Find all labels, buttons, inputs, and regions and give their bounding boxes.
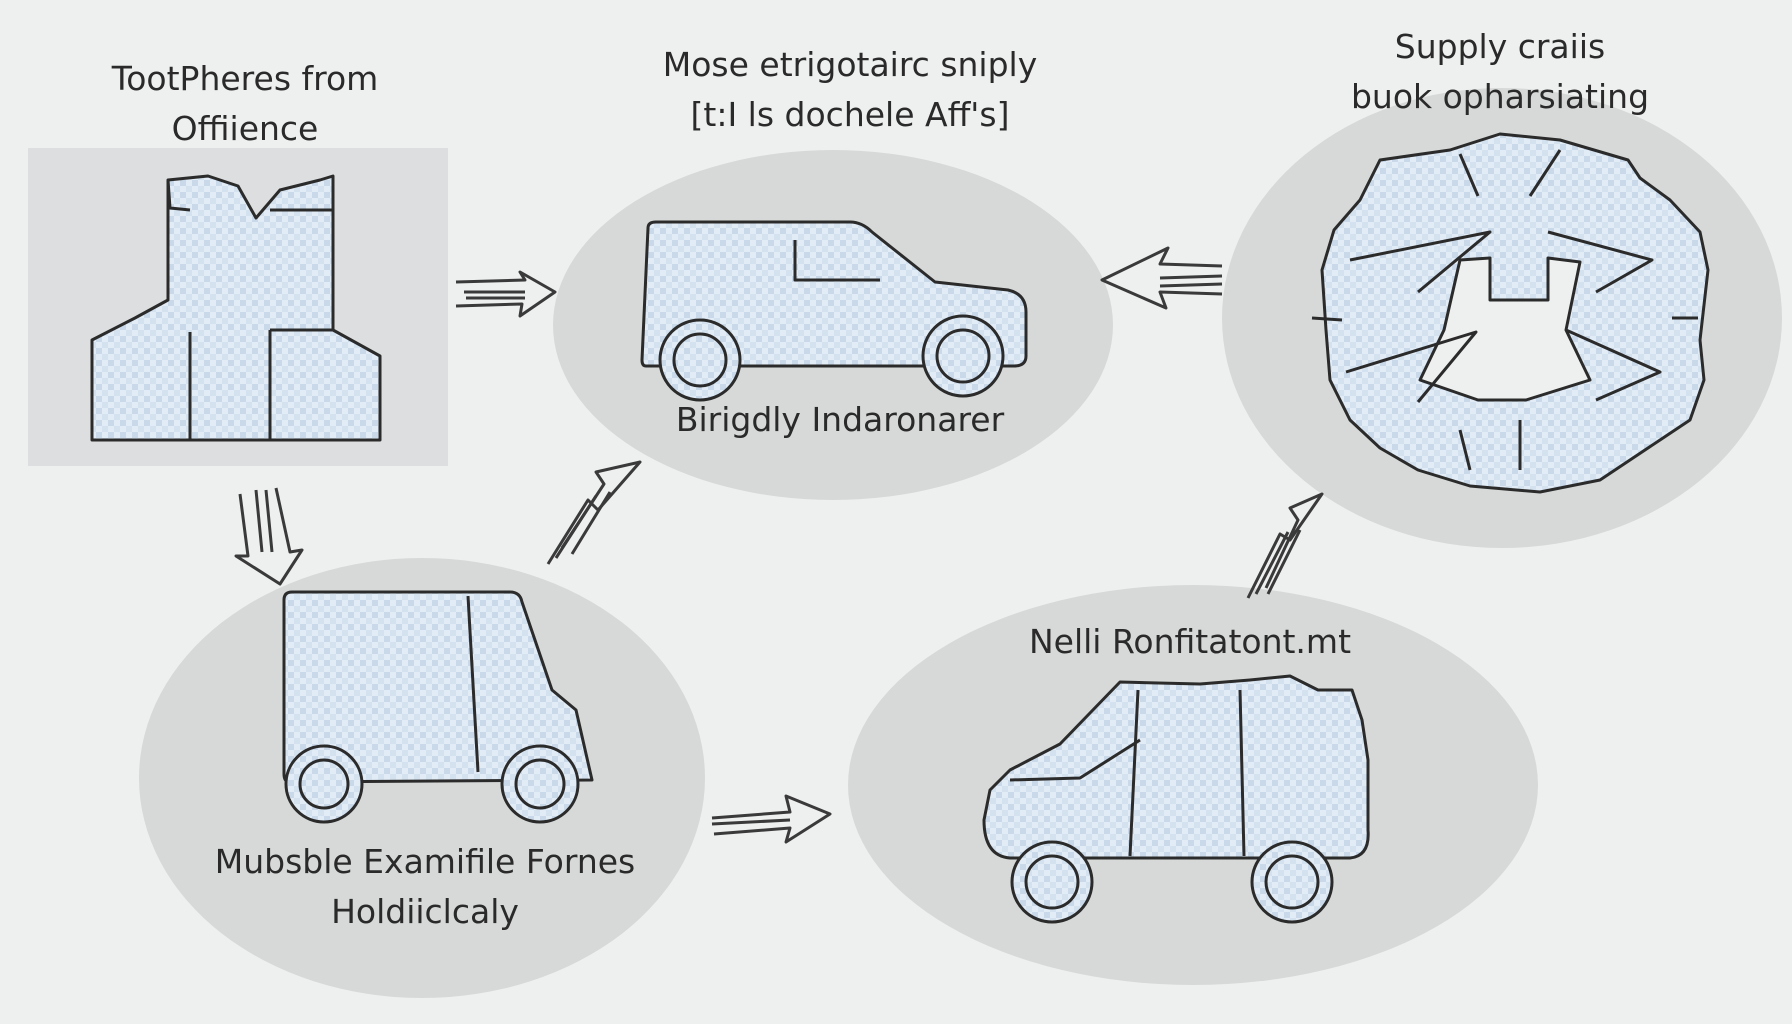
van-caption: Mubsble Examifile Fornes Holdiiclcaly	[175, 837, 675, 937]
star-label: Supply craiis buok opharsiating	[1300, 22, 1700, 122]
arrow-hatchback-to-star	[1246, 492, 1324, 599]
suv-label-line-2: [t:I ls dochele Aff's]	[690, 95, 1010, 134]
suv-label-line-1: Mose etrigotairc sniply	[662, 45, 1038, 84]
star-label-line-2: buok opharsiating	[1350, 77, 1650, 116]
suv-caption: Birigdly Indaronarer	[620, 395, 1060, 445]
office-label: TootPheres from Offiience	[60, 54, 430, 154]
office-label-line-1: TootPheres from	[111, 59, 379, 98]
supply-star-icon	[1311, 132, 1710, 494]
arrow-van-to-hatchback	[711, 794, 832, 844]
arrow-office-to-suv	[455, 270, 557, 318]
arrow-van-to-suv	[546, 460, 642, 565]
hatchback-title-text: Nelli Ronfitatont.mt	[1028, 622, 1352, 661]
suv-caption-text: Birigdly Indaronarer	[675, 400, 1005, 439]
hatchback-title: Nelli Ronfitatont.mt	[960, 617, 1420, 667]
star-label-line-1: Supply craiis	[1394, 27, 1606, 66]
office-building-icon	[90, 174, 382, 442]
hatchback-icon	[982, 674, 1370, 924]
van-caption-line-1: Mubsble Examifile Fornes	[214, 842, 636, 881]
suv-label: Mose etrigotairc sniply [t:I ls dochele …	[610, 40, 1090, 140]
van-caption-line-2: Holdiiclcaly	[331, 892, 519, 931]
arrow-star-to-suv	[1100, 246, 1223, 310]
van-icon	[282, 590, 594, 824]
office-label-line-2: Offiience	[171, 109, 319, 148]
suv-icon	[640, 220, 1028, 402]
arrow-office-to-van	[234, 487, 304, 586]
